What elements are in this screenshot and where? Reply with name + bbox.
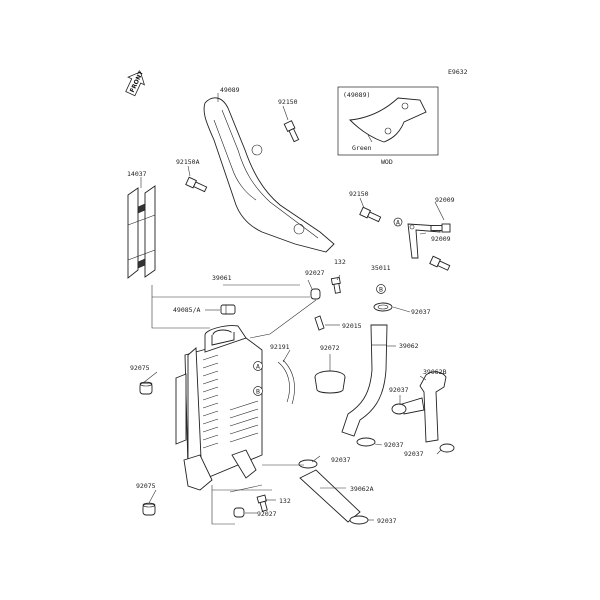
clamp-92037-lower [298,459,318,469]
bracket-14037 [127,185,156,279]
label-35011: 35011 [371,264,391,272]
label-132-bottom: 132 [279,497,291,505]
clamp-92037-upper [356,437,376,447]
band-92072 [314,370,346,394]
label-92150-top: 92150 [278,98,298,106]
hose-39062a [299,469,361,523]
tube-92191 [277,359,295,405]
hose-39062 [341,324,388,437]
inset-model-label: WOD [381,158,393,166]
hose-39062b [401,371,447,443]
label-49085a: 49085/A [173,306,200,314]
grommet-92075-top [139,381,153,395]
clamp-92037-top [373,302,393,312]
clamp-92037-side [391,403,407,415]
bolt-92150-top [283,120,300,143]
label-92027-bottom: 92027 [257,510,277,518]
label-92037-2: 92037 [389,386,409,394]
label-92072: 92072 [320,344,340,352]
inset-ref: (49089) [343,91,370,99]
label-92037-6: 92037 [377,517,397,525]
clamp-92037-bottom [349,515,369,525]
clip-92015 [314,315,325,331]
bolt-92150-mid [359,206,382,223]
callout-b-icon-left [253,386,263,396]
label-92009-bottom: 92009 [431,235,451,243]
callout-a-label-right: A [396,219,400,227]
label-92027-top: 92027 [305,269,325,277]
label-92037-4: 92037 [404,450,424,458]
label-92037-1: 92037 [411,308,431,316]
label-39062a: 39062A [350,485,374,493]
label-92150-mid: 92150 [349,190,369,198]
label-92075-bottom: 92075 [136,482,156,490]
label-49089: 49089 [220,86,240,94]
grommet-92027-top [310,288,321,300]
clamp-92037-lower-right [439,443,455,453]
inset-box: (49089) Green WOD [337,86,439,166]
radiator-39061 [175,325,263,491]
grommet-92027-bottom [233,507,245,518]
label-14037: 14037 [127,170,147,178]
label-92037-5: 92037 [331,456,351,464]
grommet-92075-bottom [142,502,156,516]
label-92015: 92015 [342,322,362,330]
callout-a-icon [393,217,403,227]
label-92191: 92191 [270,343,290,351]
reference-code: E9632 [448,68,468,76]
front-arrow-icon: FRONT [125,69,145,97]
inset-color-label: Green [352,144,372,152]
bolt-92150a [185,176,208,193]
callout-a-label-left: A [256,363,260,371]
label-92009-top: 92009 [435,196,455,204]
bolt-92009-bottom [429,255,451,271]
bolt-92009-top [430,223,451,233]
callout-b-icon-right [376,284,386,294]
cap-49085a [220,304,236,315]
label-92075-top: 92075 [130,364,150,372]
label-39061: 39061 [212,274,232,282]
leader-lines [140,93,445,525]
label-39062b: 39062B [423,368,447,376]
callout-b-label-left: B [256,388,260,396]
label-132-top: 132 [334,258,346,266]
callout-b-label-right: B [379,286,383,294]
callout-a-icon-left [253,361,263,371]
bolt-132-top [330,276,341,294]
radiator-shroud [203,97,335,253]
label-92037-3: 92037 [384,441,404,449]
label-92150a: 92150A [176,158,200,166]
bolt-132-bottom [256,494,268,512]
label-39062: 39062 [399,342,419,350]
